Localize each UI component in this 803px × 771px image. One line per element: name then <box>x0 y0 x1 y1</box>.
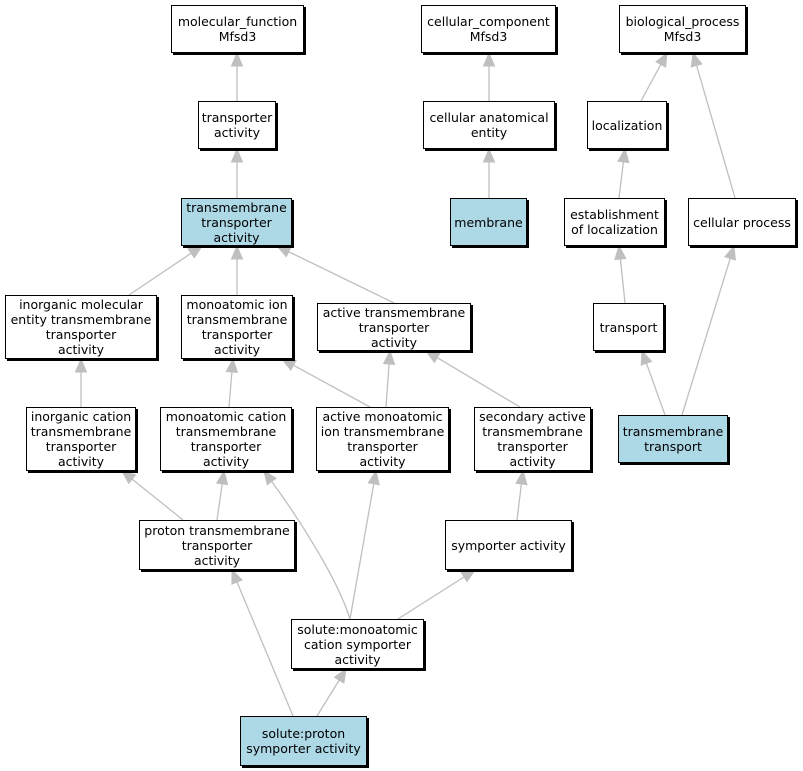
edge-arrowhead <box>460 569 477 583</box>
edge-arrowhead <box>275 245 292 258</box>
edge-line <box>640 64 662 102</box>
edge-arrowhead <box>482 51 496 67</box>
edge-arrowhead <box>263 469 278 486</box>
node-solute-monoatomic-cation-symporter-activity[interactable]: solute:monoatomic cation symporter activ… <box>291 619 424 669</box>
edge-line <box>436 357 521 408</box>
node-transporter-activity[interactable]: transporter activity <box>198 101 276 149</box>
node-inorganic-molecular-entity-transmembrane-transporter-activity[interactable]: inorganic molecular entity transmembrane… <box>5 295 157 359</box>
node-monoatomic-ion-transmembrane-transporter-activity[interactable]: monoatomic ion transmembrane transporter… <box>181 295 293 359</box>
edge-arrowhead <box>225 357 239 373</box>
node-secondary-active-transmembrane-transporter-activity[interactable]: secondary active transmembrane transport… <box>474 407 591 471</box>
edge-arrowhead <box>655 51 668 68</box>
node-active-monoatomic-ion-transmembrane-transporter-activity[interactable]: active monoatomic ion transmembrane tran… <box>316 407 449 471</box>
edge-line <box>316 679 340 717</box>
edge-line <box>288 251 395 304</box>
edge-arrowhead <box>187 245 204 259</box>
edge-line <box>618 161 625 199</box>
edge-line <box>271 481 351 620</box>
edge-line <box>516 483 523 521</box>
node-localization[interactable]: localization <box>587 101 667 149</box>
edge-arrowhead <box>690 51 703 68</box>
edge-arrowhead <box>424 350 441 364</box>
edge-arrowhead <box>482 147 496 163</box>
edge-arrowhead <box>367 469 380 486</box>
node-transmembrane-transport[interactable]: transmembrane transport <box>618 415 728 463</box>
edge-line <box>128 252 192 296</box>
node-active-transmembrane-transporter-activity[interactable]: active transmembrane transporter activit… <box>317 303 471 351</box>
edge-line <box>645 362 666 416</box>
edge-line <box>619 258 626 304</box>
edge-arrowhead <box>382 349 396 365</box>
node-cellular-anatomical-entity[interactable]: cellular anatomical entity <box>423 101 555 149</box>
edge-arrowhead <box>614 244 627 261</box>
node-proton-transmembrane-transporter-activity[interactable]: proton transmembrane transporter activit… <box>139 520 295 570</box>
edge-arrowhead <box>215 469 229 486</box>
edge-arrowhead <box>280 358 297 372</box>
node-symporter-activity[interactable]: symporter activity <box>445 520 572 570</box>
edge-arrowhead <box>230 51 244 67</box>
edge-line <box>228 371 233 408</box>
node-cellular-component[interactable]: cellular_component Mfsd3 <box>421 5 556 53</box>
node-membrane[interactable]: membrane <box>450 198 527 246</box>
node-molecular-function[interactable]: molecular_function Mfsd3 <box>171 5 304 53</box>
edge-line <box>216 483 223 521</box>
node-solute-proton-symporter-activity[interactable]: solute:proton symporter activity <box>240 716 367 766</box>
node-biological-process[interactable]: biological_process Mfsd3 <box>619 5 746 53</box>
edge-arrowhead <box>230 147 244 163</box>
node-establishment-of-localization[interactable]: establishment of localization <box>564 198 665 246</box>
edge-arrowhead <box>640 349 653 366</box>
edge-arrowhead <box>120 470 137 485</box>
edge-line <box>681 258 731 416</box>
node-inorganic-cation-transmembrane-transporter-activity[interactable]: inorganic cation transmembrane transport… <box>26 407 136 471</box>
edge-arrowhead <box>617 147 630 164</box>
edge-line <box>385 363 390 408</box>
edge-line <box>236 581 294 717</box>
edge-arrowhead <box>231 568 243 585</box>
node-cellular-process[interactable]: cellular process <box>688 198 796 246</box>
edge-arrowhead <box>74 357 88 373</box>
edge-line <box>349 483 375 620</box>
node-transmembrane-transporter-activity[interactable]: transmembrane transporter activity <box>181 198 292 246</box>
edge-arrowhead <box>230 244 244 260</box>
edge-line <box>131 478 184 521</box>
edge-arrowhead <box>333 667 347 684</box>
edge-arrowhead <box>724 244 736 261</box>
edge-line <box>293 364 371 408</box>
edge-arrowhead <box>515 469 528 486</box>
node-monoatomic-cation-transmembrane-transporter-activity[interactable]: monoatomic cation transmembrane transpor… <box>160 407 292 471</box>
edge-line <box>695 65 736 199</box>
node-transport[interactable]: transport <box>593 303 664 351</box>
edge-line <box>397 576 465 620</box>
